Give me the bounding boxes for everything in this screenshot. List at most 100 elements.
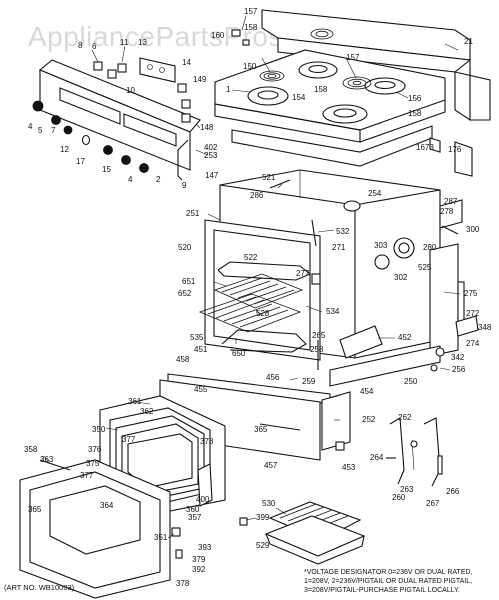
part-label: 266: [446, 487, 460, 496]
part-label: 365: [254, 425, 268, 434]
part-label: 5: [38, 126, 43, 135]
part-label: 287: [444, 197, 458, 206]
part-label: 458: [176, 355, 190, 364]
oven-rack-lower: [198, 293, 302, 333]
part-label: 21: [464, 37, 473, 46]
part-label: 15: [102, 165, 111, 174]
part-label: 154: [292, 93, 306, 102]
part-label: 532: [336, 227, 350, 236]
part-label: 350: [92, 425, 106, 434]
part-label: 400: [196, 495, 210, 504]
part-label: 150: [243, 62, 257, 71]
part-label: 160: [211, 31, 225, 40]
part-label: 534: [326, 307, 340, 316]
part-label: 363: [40, 455, 54, 464]
part-label: 377: [122, 435, 136, 444]
receptacle-160: [231, 29, 241, 37]
part-label: 277: [296, 269, 310, 278]
part-label: 259: [302, 377, 316, 386]
part-label: 4: [128, 175, 133, 184]
part-label: 267: [426, 499, 440, 508]
part-label: 278: [440, 207, 454, 216]
part-label: 148: [200, 123, 214, 132]
part-label: 6: [92, 42, 97, 51]
part-label: 260: [392, 493, 406, 502]
part-label: 256: [452, 365, 466, 374]
part-label: 365: [28, 505, 42, 514]
cooktop-assembly: [214, 9, 491, 177]
part-label: 264: [370, 453, 384, 462]
part-label: 176: [448, 145, 462, 154]
part-label: 457: [264, 461, 278, 470]
part-label: 348: [478, 323, 492, 332]
part-label: 452: [398, 333, 412, 342]
part-label: 10: [126, 86, 135, 95]
control-panel-assembly: [32, 57, 201, 181]
part-label: 360: [186, 505, 200, 514]
part-label: 455: [194, 385, 208, 394]
range-body: [159, 169, 479, 461]
part-label: 377: [80, 471, 94, 480]
voltage-note-line-3: 3=208V/PIGTAIL-PURCHASE PIGTAIL LOCALLY.: [304, 587, 460, 594]
control-knobs: [32, 100, 149, 173]
part-label: 158: [408, 109, 422, 118]
part-label: 158: [314, 85, 328, 94]
part-label: 149: [193, 75, 207, 84]
part-label: 362: [140, 407, 154, 416]
part-label: 12: [60, 145, 69, 154]
part-label: 251: [186, 209, 200, 218]
part-label: 11: [120, 38, 129, 47]
part-number-labels: 157 8 6 11 13 160 158 21 14 149 10 150 1…: [24, 7, 492, 588]
part-label: 1673: [416, 143, 434, 152]
part-label: 4: [28, 122, 33, 131]
part-label: 650: [232, 349, 246, 358]
surface-burner-front-right: [322, 104, 368, 124]
part-label: 402: [204, 143, 218, 152]
part-label: 529: [256, 541, 270, 550]
oven-door-assembly: [19, 395, 248, 599]
part-label: 1: [226, 85, 231, 94]
part-label: 652: [178, 289, 192, 298]
part-label: 378: [200, 437, 214, 446]
part-label: 393: [198, 543, 212, 552]
part-label: 525: [418, 263, 432, 272]
part-label: 528: [256, 309, 270, 318]
part-label: 364: [100, 501, 114, 510]
part-label: 375: [86, 459, 100, 468]
part-label: 451: [194, 345, 208, 354]
part-label: 250: [404, 377, 418, 386]
part-label: 9: [182, 181, 187, 190]
voltage-note-line-1: *VOLTAGE DESIGNATOR 0=236V OR DUAL RATED…: [304, 569, 473, 576]
part-label: 17: [76, 157, 85, 166]
part-label: 342: [451, 353, 465, 362]
part-label: 262: [398, 413, 412, 422]
part-label: 2: [156, 175, 161, 184]
part-label: 265: [312, 331, 326, 340]
part-label: 13: [138, 38, 147, 47]
part-label: 7: [51, 126, 56, 135]
part-label: 520: [178, 243, 192, 252]
part-label: 8: [78, 41, 83, 50]
part-label: 157: [346, 53, 360, 62]
part-label: 361: [128, 397, 142, 406]
heating-coil-150: [259, 70, 285, 82]
part-label: 258: [310, 345, 324, 354]
part-label: 454: [360, 387, 374, 396]
oven-rack-upper: [213, 273, 304, 309]
part-label: 535: [190, 333, 204, 342]
heating-coil-157: [310, 28, 334, 40]
part-label: 271: [332, 243, 346, 252]
surface-burner-rear-right: [364, 77, 406, 95]
broiler-pan: [264, 501, 366, 565]
voltage-note-line-2: 1=208V, 2=236V/PIGTAIL OR DUAL RATED PIG…: [304, 578, 472, 585]
door-hinge-assembly: [386, 417, 443, 487]
part-label: 453: [342, 463, 356, 472]
heating-coil-156: [342, 76, 372, 90]
part-label: 522: [244, 253, 258, 262]
part-label: 274: [466, 339, 480, 348]
surface-burner-front-left: [247, 86, 289, 106]
part-label: 286: [250, 191, 264, 200]
part-label: 530: [262, 499, 276, 508]
part-label: 158: [244, 23, 258, 32]
part-label: 157: [244, 7, 258, 16]
